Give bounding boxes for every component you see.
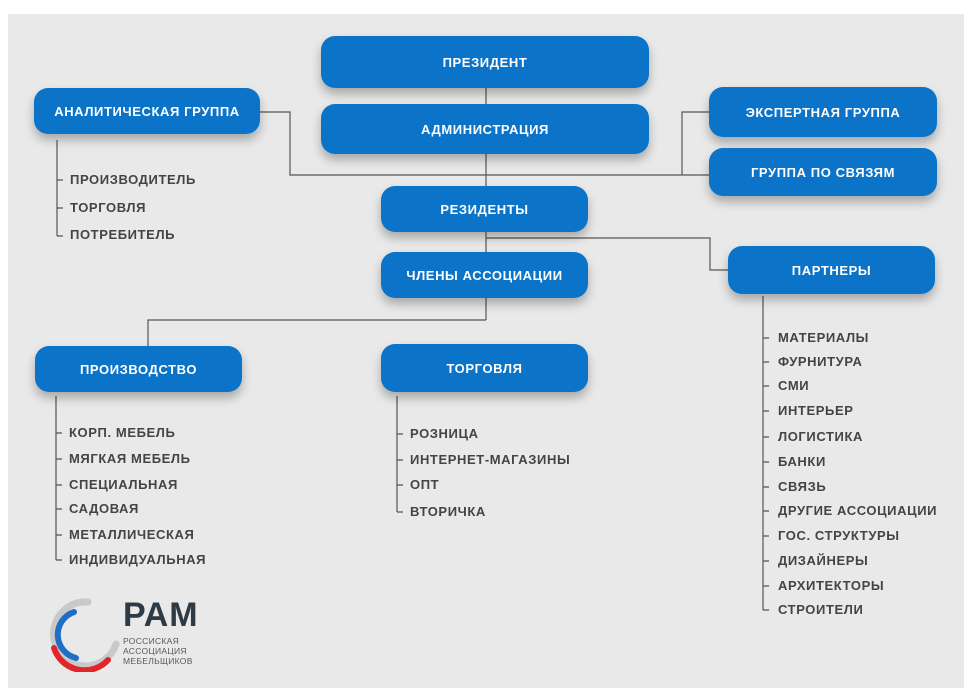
list-item: ФУРНИТУРА [778, 354, 863, 369]
expert-group-label: ЭКСПЕРТНАЯ ГРУППА [745, 104, 901, 120]
list-item: СВЯЗЬ [778, 479, 827, 494]
list-item: БАНКИ [778, 454, 826, 469]
administration-box: АДМИНИСТРАЦИЯ [321, 104, 649, 154]
list-item: ПОТРЕБИТЕЛЬ [70, 227, 176, 242]
list-item: ДИЗАЙНЕРЫ [778, 553, 869, 568]
partners-box: ПАРТНЕРЫ [728, 246, 935, 294]
list-item: ЛОГИСТИКА [778, 429, 864, 444]
analytic-group-label: АНАЛИТИЧЕСКАЯ ГРУППА [54, 103, 240, 119]
list-item: КОРП. МЕБЕЛЬ [69, 425, 176, 440]
residents-label: РЕЗИДЕНТЫ [440, 201, 529, 217]
residents-box: РЕЗИДЕНТЫ [381, 186, 588, 232]
president-box: ПРЕЗИДЕНТ [321, 36, 649, 88]
list-item: ГОС. СТРУКТУРЫ [778, 528, 900, 543]
relations-group-label: ГРУППА ПО СВЯЗЯМ [750, 164, 896, 180]
list-item: ДРУГИЕ АССОЦИАЦИИ [778, 503, 938, 518]
list-item: СМИ [778, 378, 810, 393]
list-item: АРХИТЕКТОРЫ [778, 578, 885, 593]
logo-title: РАМ [123, 596, 199, 634]
list-item: ВТОРИЧКА [410, 504, 486, 519]
trade-box: ТОРГОВЛЯ [381, 344, 588, 392]
members-label: ЧЛЕНЫ АССОЦИАЦИИ [406, 267, 563, 283]
list-item: ОПТ [410, 477, 440, 492]
partners-label: ПАРТНЕРЫ [791, 262, 872, 278]
logo-line-3: МЕБЕЛЬЩИКОВ [123, 656, 193, 666]
list-item: ИНДИВИДУАЛЬНАЯ [69, 552, 207, 567]
production-box: ПРОИЗВОДСТВО [35, 346, 242, 392]
list-item: МЯГКАЯ МЕБЕЛЬ [69, 451, 191, 466]
logo-line-2: АССОЦИАЦИЯ [123, 646, 187, 656]
production-label: ПРОИЗВОДСТВО [79, 361, 198, 377]
members-box: ЧЛЕНЫ АССОЦИАЦИИ [381, 252, 588, 298]
logo-line-1: РОССИСКАЯ [123, 636, 180, 646]
list-item: ТОРГОВЛЯ [70, 200, 147, 215]
list-item: СТРОИТЕЛИ [778, 602, 864, 617]
ram-logo-icon [50, 598, 120, 672]
administration-label: АДМИНИСТРАЦИЯ [421, 121, 549, 137]
relations-group-box: ГРУППА ПО СВЯЗЯМ [709, 148, 937, 196]
expert-group-box: ЭКСПЕРТНАЯ ГРУППА [709, 87, 937, 137]
list-item: ИНТЕРНЕТ-МАГАЗИНЫ [410, 452, 571, 467]
list-item: СПЕЦИАЛЬНАЯ [69, 477, 178, 492]
president-label: ПРЕЗИДЕНТ [442, 54, 528, 70]
list-item: РОЗНИЦА [410, 426, 479, 441]
list-item: МЕТАЛЛИЧЕСКАЯ [69, 527, 195, 542]
list-item: ИНТЕРЬЕР [778, 403, 854, 418]
analytic-group-box: АНАЛИТИЧЕСКАЯ ГРУППА [34, 88, 260, 134]
trade-label: ТОРГОВЛЯ [446, 360, 523, 376]
list-item: МАТЕРИАЛЫ [778, 330, 869, 345]
list-item: САДОВАЯ [69, 501, 139, 516]
list-item: ПРОИЗВОДИТЕЛЬ [70, 172, 196, 187]
